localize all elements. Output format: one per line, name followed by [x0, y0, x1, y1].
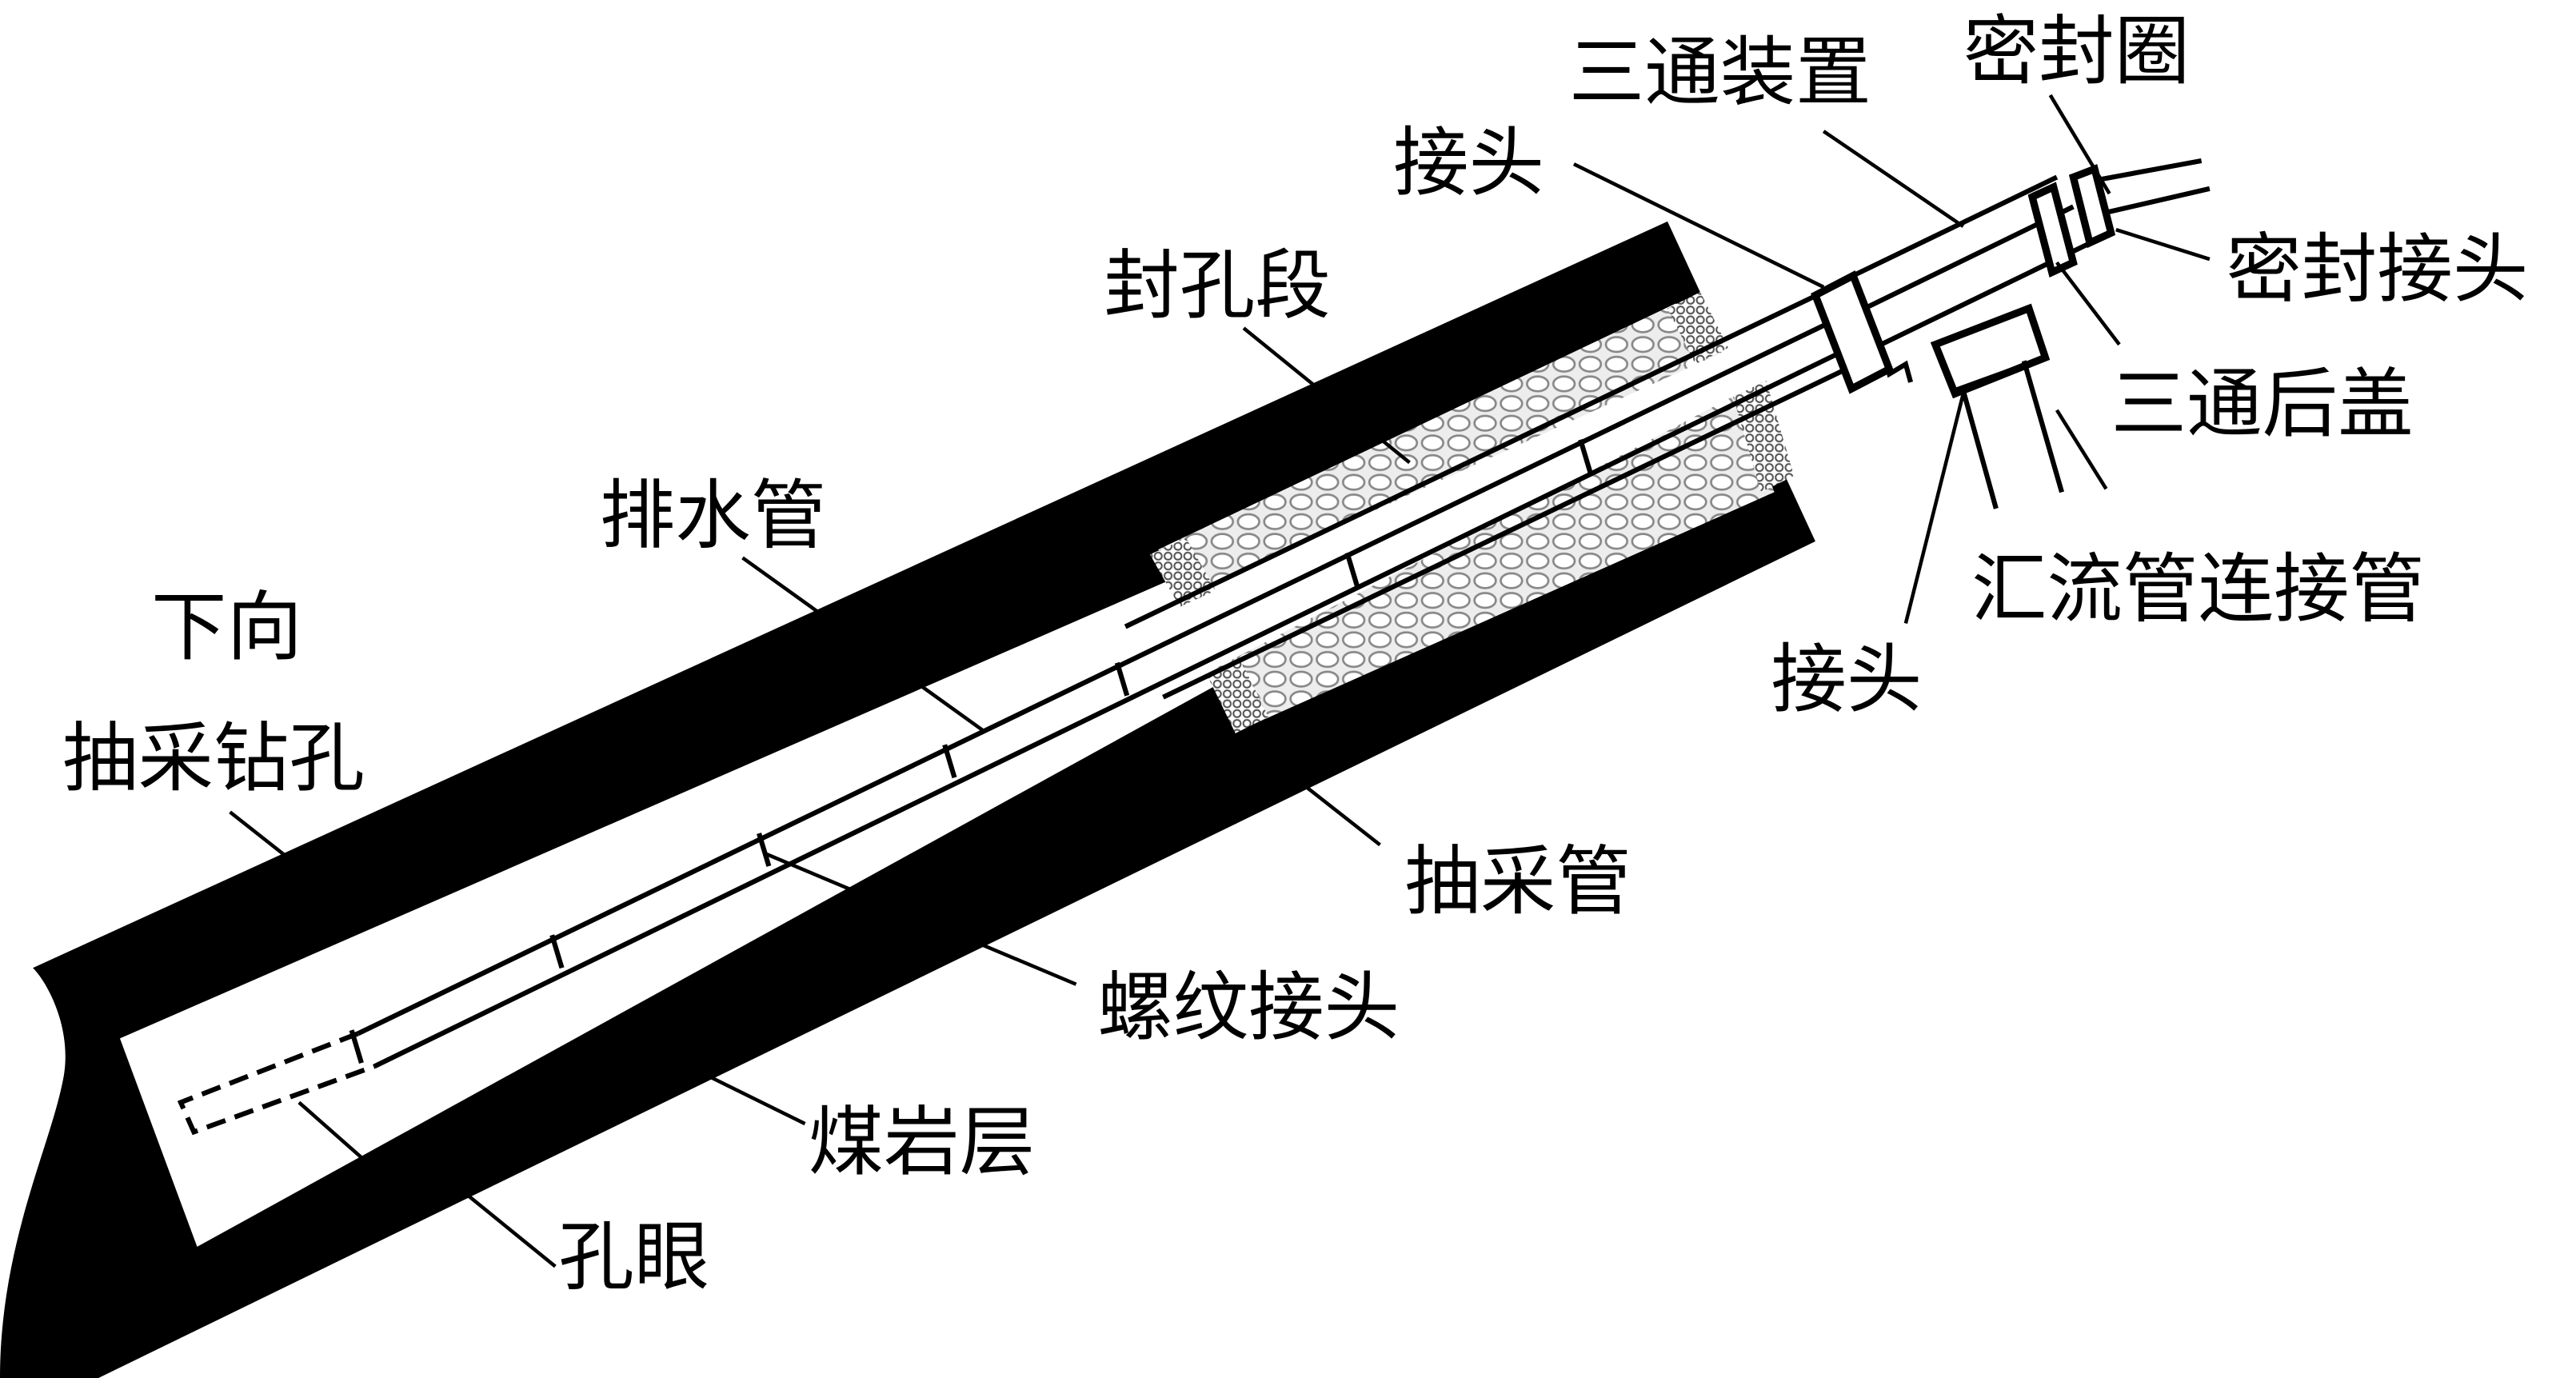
label-borehole-line1: 下向	[151, 583, 302, 671]
label-manifold-connector: 汇流管连接管	[1971, 545, 2425, 633]
label-seal-joint: 密封接头	[2226, 226, 2528, 314]
label-perforation: 孔眼	[558, 1213, 709, 1301]
label-sealing-section: 封孔段	[1104, 242, 1330, 330]
extraction-pipe-lower	[1162, 361, 1858, 700]
perforated-end	[177, 1031, 376, 1136]
label-joint-bottom: 接头	[1771, 636, 1922, 724]
leader-lines	[229, 94, 2211, 1268]
label-seal-ring: 密封圈	[1963, 7, 2190, 95]
sealing-fill-lower	[1207, 393, 1775, 730]
label-tee-back-cover: 三通后盖	[2111, 360, 2414, 448]
tee-back-cover	[2027, 182, 2078, 278]
drain-pipe-lower	[373, 349, 1845, 1069]
label-threaded-joint: 螺纹接头	[1097, 964, 1400, 1052]
label-tee-device: 三通装置	[1569, 29, 1871, 117]
drain-pipe-upper	[357, 319, 1833, 1036]
threaded-joints	[349, 438, 1593, 1064]
tee-device	[1811, 158, 2211, 509]
extraction-pipe-upper	[1124, 290, 1825, 629]
label-drain-pipe: 排水管	[600, 472, 826, 560]
label-coal-rock-layer: 煤岩层	[809, 1099, 1035, 1187]
label-joint-top: 接头	[1393, 119, 1544, 207]
seal-joint	[2068, 164, 2116, 249]
label-extraction-pipe: 抽采管	[1404, 837, 1631, 925]
joint-top-collar	[1811, 270, 1895, 394]
label-borehole-line2: 抽采钻孔	[62, 715, 365, 803]
mesh-plug	[1207, 659, 1268, 733]
sealing-fill-upper	[1158, 303, 1722, 594]
mesh-plug	[1733, 380, 1795, 493]
